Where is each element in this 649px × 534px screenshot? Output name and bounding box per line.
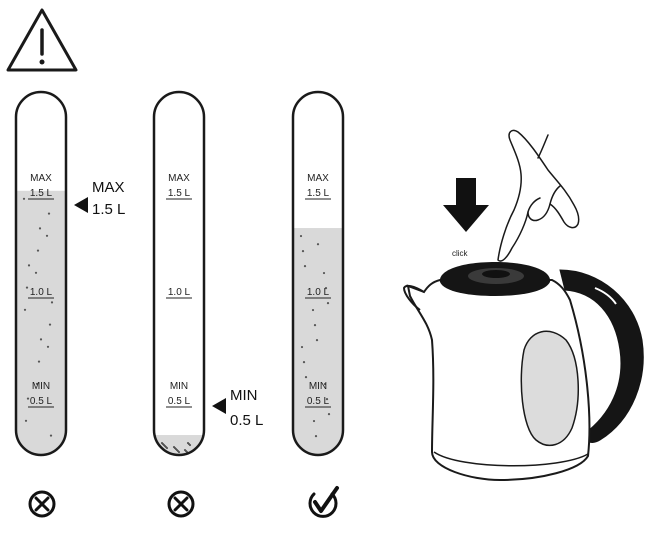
tube-outline	[291, 90, 345, 457]
water-level-tubes: MAX 1.5 L 1.0 L MIN 0.5 L MAX 1.5 L 1.0 L MIN 0.5…	[14, 90, 345, 457]
tube-correct: MAX 1.5 L 1.0 L MIN 0.5 L	[291, 90, 345, 457]
bubble	[311, 308, 315, 312]
scale-label-mid_vol: 1.0 L	[30, 287, 53, 298]
scale-label-min_vol: 0.5 L	[30, 396, 53, 407]
bubble	[27, 264, 31, 267]
bubble	[301, 250, 305, 253]
scale-label-max: MAX	[168, 173, 190, 184]
bubble	[315, 339, 319, 342]
bubble	[177, 450, 181, 454]
scale-label-mid_vol: 1.0 L	[168, 287, 191, 298]
bubble	[314, 435, 318, 438]
tube-underfilled: MAX 1.5 L 1.0 L MIN 0.5 L	[152, 90, 206, 457]
bubble	[303, 265, 307, 268]
water-fill	[16, 190, 66, 455]
tube-overfilled: MAX 1.5 L 1.0 L MIN 0.5 L	[14, 90, 68, 457]
bubble	[26, 397, 30, 400]
bubble	[46, 345, 50, 348]
bubble	[302, 361, 306, 364]
hand-icon	[497, 129, 580, 262]
bubble	[37, 360, 41, 363]
scale-label-mid_vol: 1.0 L	[307, 287, 330, 298]
scale-label-min_vol: 0.5 L	[168, 396, 191, 407]
bubble	[48, 323, 52, 326]
bubble	[49, 434, 53, 437]
bubble	[326, 302, 330, 305]
bubble	[39, 338, 43, 341]
bubble	[313, 324, 317, 327]
bubble	[25, 286, 29, 289]
bubble	[24, 419, 28, 422]
bubble	[45, 234, 49, 237]
min-callout-volume: 0.5 L	[230, 412, 263, 429]
bubble	[35, 382, 39, 385]
bubble	[304, 376, 308, 379]
max-callout-label: MAX	[92, 179, 125, 196]
water-fill	[293, 228, 343, 455]
bubble	[322, 271, 326, 275]
click-label: click	[452, 249, 469, 258]
bubble	[327, 413, 331, 416]
tube-outline	[152, 90, 206, 457]
bubble	[22, 197, 26, 200]
bubble	[300, 345, 304, 349]
scale-label-min_vol: 0.5 L	[307, 396, 330, 407]
scale-label-max_vol: 1.5 L	[168, 188, 191, 199]
min-callout: MIN 0.5 L	[212, 387, 263, 429]
scale-label-max: MAX	[30, 173, 52, 184]
down-arrow-icon	[443, 178, 489, 232]
max-callout: MAX 1.5 L	[74, 179, 125, 218]
bubble	[23, 308, 27, 311]
scale-label-min: MIN	[309, 381, 327, 392]
cross-icon	[167, 490, 195, 518]
scale-label-max: MAX	[307, 173, 329, 184]
bubble	[36, 249, 40, 252]
cross-icon	[28, 490, 56, 518]
tube-outline	[14, 90, 68, 457]
check-icon	[308, 486, 339, 518]
scale-label-max_vol: 1.5 L	[307, 188, 330, 199]
bubble	[34, 271, 38, 274]
bubble	[38, 227, 42, 230]
max-callout-volume: 1.5 L	[92, 201, 125, 218]
bubble	[324, 287, 328, 290]
bubble	[316, 243, 320, 246]
kettle-icon	[402, 262, 644, 482]
bubble	[50, 301, 54, 304]
scale-label-min: MIN	[170, 381, 188, 392]
bubble	[312, 419, 316, 423]
bubble	[323, 382, 327, 386]
bubble	[299, 234, 303, 238]
water-fill	[154, 435, 204, 455]
bubble	[47, 212, 51, 215]
scale-label-max_vol: 1.5 L	[30, 188, 53, 199]
bubble	[188, 443, 192, 447]
min-callout-label: MIN	[230, 387, 258, 404]
bubble	[165, 446, 169, 450]
bubble	[325, 398, 329, 401]
warning-icon	[6, 8, 78, 72]
scale-label-min: MIN	[32, 381, 50, 392]
